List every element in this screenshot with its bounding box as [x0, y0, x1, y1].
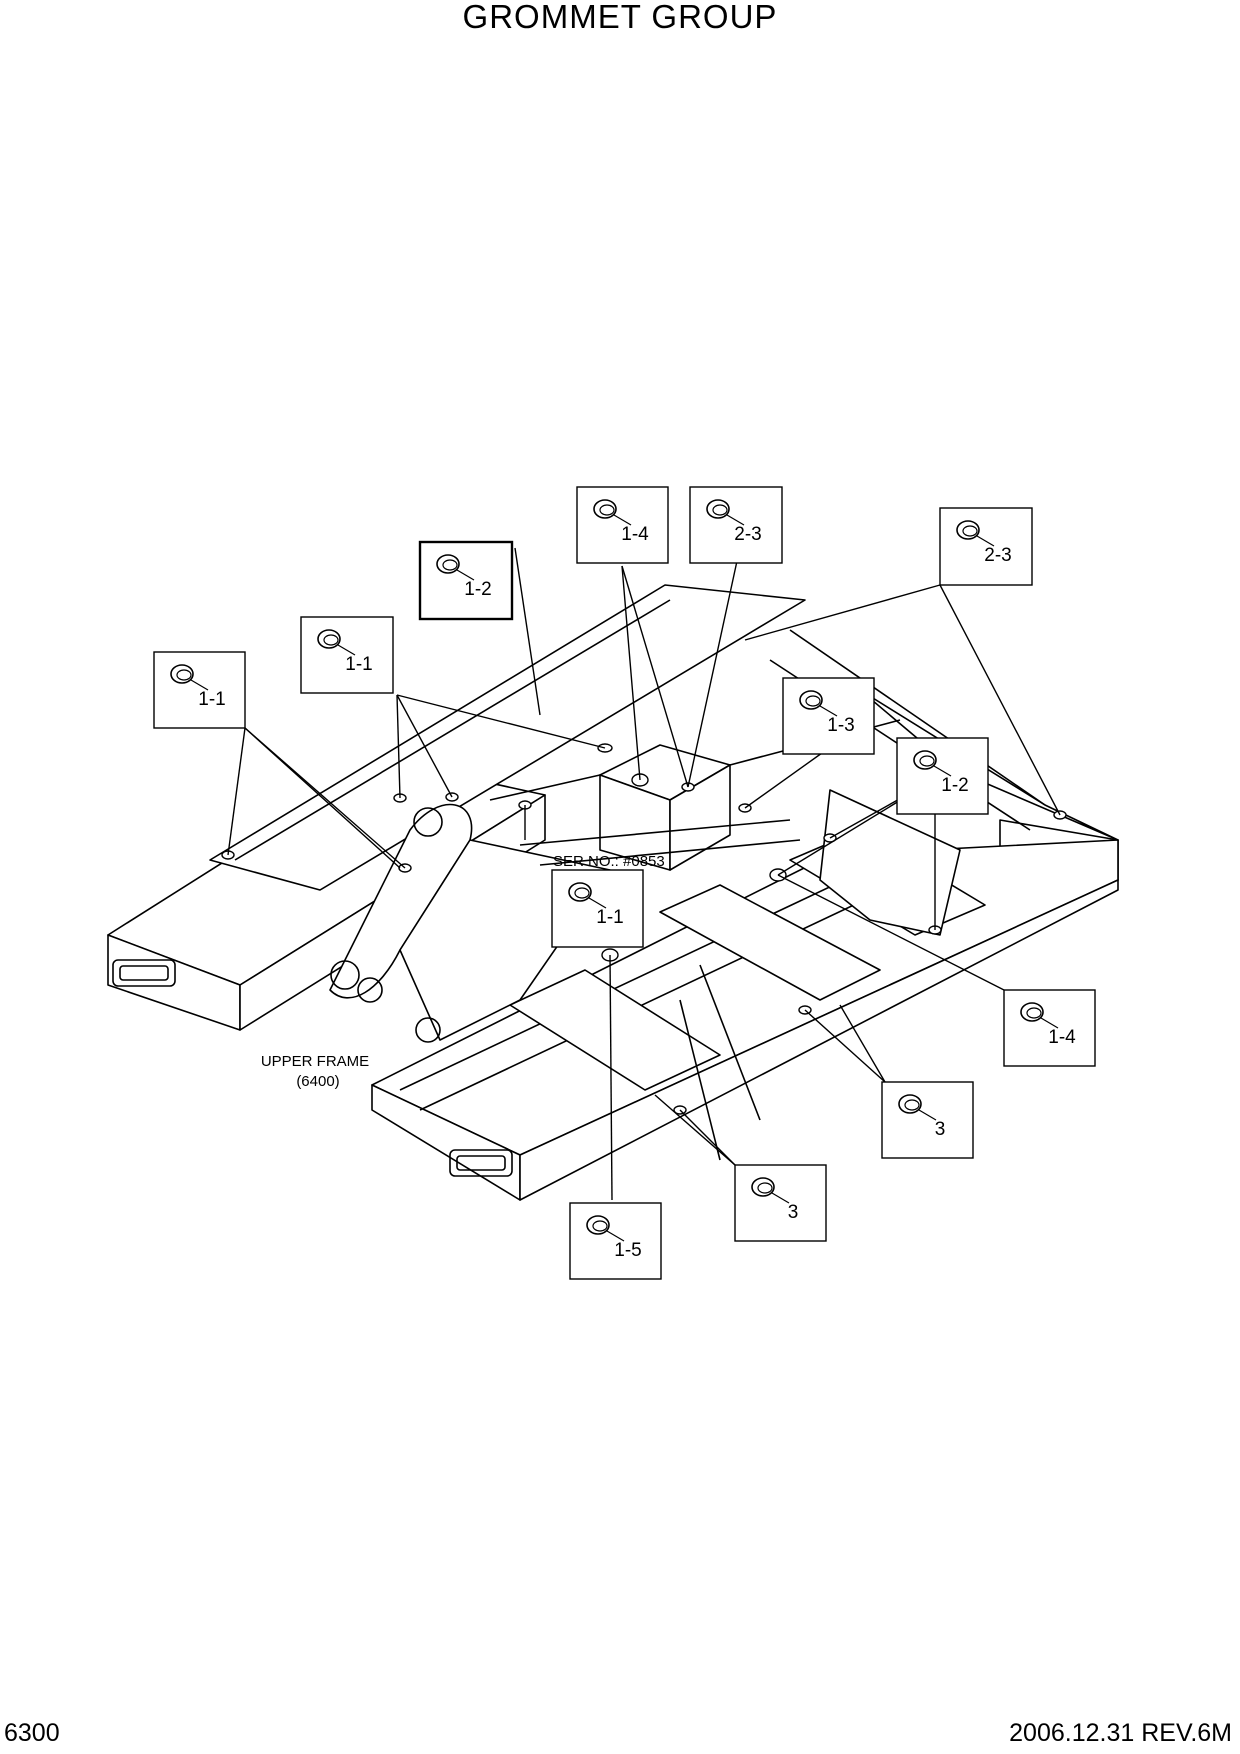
callout-label: 1-1	[345, 654, 372, 675]
callout-label: 2-3	[734, 524, 761, 545]
grommet-icon	[898, 1094, 937, 1121]
callout-label: 1-2	[464, 579, 491, 600]
frame-line-2	[539, 839, 801, 866]
callout-label: 3	[935, 1119, 946, 1140]
grommet-icon	[913, 750, 952, 777]
front-deck-side	[519, 879, 1119, 1201]
cab-plate	[819, 789, 961, 936]
callout-c12a: 1-2	[418, 540, 514, 621]
callout-label: 1-5	[614, 1240, 641, 1261]
callout-box	[939, 507, 1033, 586]
callout-box	[689, 486, 783, 564]
center-box-side	[669, 764, 731, 871]
grommet-icon	[706, 499, 745, 526]
page-number: 6300	[4, 1719, 60, 1747]
page-title: GROMMET GROUP	[462, 0, 778, 35]
callout-label: 1-4	[1048, 1027, 1076, 1048]
callout-label: 1-1	[596, 907, 623, 928]
grommet-icon	[751, 1177, 790, 1204]
upper-frame-drawing	[107, 584, 1119, 1201]
callout-c12b: 1-2	[896, 737, 989, 815]
callout-c11b: 1-1	[153, 651, 246, 729]
grommet-icon	[586, 1215, 625, 1242]
callout-label: 3	[788, 1202, 799, 1223]
frame-line-1	[519, 819, 791, 846]
callout-c14b: 1-4	[1003, 989, 1096, 1067]
grommet-icon	[317, 629, 356, 656]
callout-box	[782, 677, 875, 755]
grommet-icon	[593, 499, 632, 526]
frame-line-5	[679, 999, 721, 1161]
callout-label: 1-4	[621, 524, 649, 545]
callout-box	[569, 1202, 662, 1280]
callout-box	[1003, 989, 1096, 1067]
callout-label: 1-3	[827, 715, 854, 736]
callout-c23b: 2-3	[939, 507, 1033, 586]
cross-member-1	[509, 969, 721, 1091]
front-handle	[449, 1149, 513, 1177]
callout-box	[418, 540, 514, 621]
front-rail	[399, 874, 856, 1091]
callout-c11a: 1-1	[300, 616, 394, 694]
callout-c3b: 3	[734, 1164, 827, 1242]
revision-date: 2006.12.31 REV.6M	[1009, 1719, 1232, 1747]
top-rail-edge	[234, 599, 671, 861]
callout-label: 1-2	[941, 775, 968, 796]
callout-box	[300, 616, 394, 694]
callout-label: 1-1	[198, 689, 225, 710]
grommet-icon	[1020, 1002, 1059, 1029]
grommet-icon	[799, 690, 838, 717]
callout-c11c: 1-1	[551, 869, 644, 948]
callout-box	[734, 1164, 827, 1242]
upper-frame-code: (6400)	[296, 1073, 339, 1090]
cross-member-2	[659, 884, 881, 1001]
callout-c15a: 1-5	[569, 1202, 662, 1280]
callout-label: 2-3	[984, 545, 1011, 566]
left-handle-inner	[119, 965, 169, 981]
callout-c3a: 3	[881, 1081, 974, 1159]
callout-box	[153, 651, 246, 729]
grommet-icon	[170, 664, 209, 691]
callout-box	[551, 869, 644, 948]
pivot-hole-4	[415, 1017, 441, 1043]
pivot-hole-2	[330, 960, 360, 990]
callout-c23a: 2-3	[689, 486, 783, 564]
grommet-icon	[568, 882, 607, 909]
leader-lines	[227, 547, 1061, 1201]
top-rail	[209, 584, 806, 891]
callout-box	[881, 1081, 974, 1159]
front-handle-inner	[456, 1155, 506, 1171]
right-rail-line	[789, 629, 1046, 806]
frame-line-3	[489, 774, 601, 801]
frame-line-6	[699, 964, 761, 1121]
callout-c14a: 1-4	[576, 486, 669, 564]
pivot-hole-1	[413, 807, 443, 837]
grommet-icon	[956, 520, 995, 547]
upper-frame-label: UPPER FRAME	[261, 1053, 369, 1070]
callout-c13a: 1-3	[782, 677, 875, 755]
pivot-hole-3	[357, 977, 383, 1003]
grommet-icon	[436, 554, 475, 581]
callout-layer: 1-4 2-3 2-3 1-2 1-1 1-1 1-3 1-2 1-1 1-4 3 3 1-5	[153, 486, 1096, 1280]
callout-box	[576, 486, 669, 564]
left-handle	[112, 959, 176, 987]
serial-note: SER NO.: #0853	[553, 853, 665, 870]
callout-box	[896, 737, 989, 815]
